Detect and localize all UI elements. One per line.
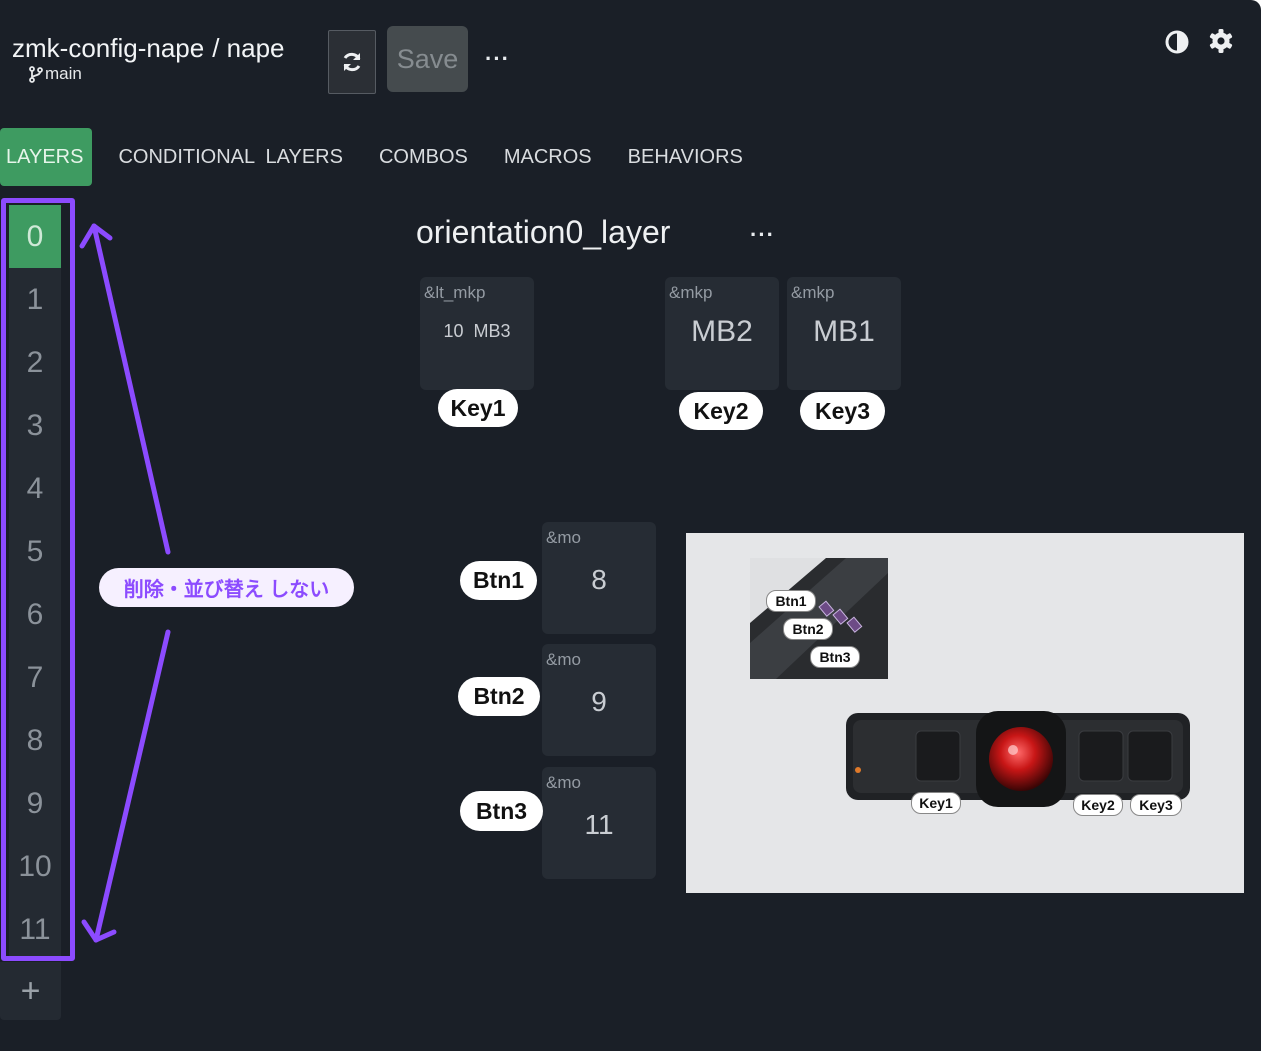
btn1-label: Btn1 [460, 561, 537, 600]
layer-title[interactable]: orientation0_layer [416, 214, 671, 250]
keyboard-name[interactable]: / nape [212, 33, 285, 63]
key3-label: Key3 [800, 392, 885, 430]
device-photo: Btn1 Btn2 Btn3 Key1 Key2 Key3 [686, 533, 1244, 893]
key-2[interactable]: &mkp MB2 [665, 277, 779, 390]
layer-list: 0 1 2 3 4 5 6 7 8 9 10 11 [9, 205, 61, 961]
reload-button[interactable] [328, 30, 376, 94]
tab-conditional-layers[interactable]: CONDITIONAL LAYERS [118, 145, 343, 168]
layer-item-7[interactable]: 7 [9, 646, 61, 709]
photo-key3-label: Key3 [1130, 794, 1182, 816]
tab-combos[interactable]: COMBOS [378, 145, 468, 168]
save-button[interactable]: Save [387, 26, 468, 92]
layer-item-3[interactable]: 3 [9, 394, 61, 457]
key-behavior: &lt_mkp [424, 283, 486, 302]
theme-toggle-button[interactable] [1164, 29, 1190, 60]
gear-icon [1209, 29, 1233, 53]
repo-name-link[interactable]: zmk-config-nape [12, 33, 205, 63]
layer-item-0[interactable]: 0 [9, 205, 61, 268]
key-param: 11 [584, 809, 614, 840]
layer-item-6[interactable]: 6 [9, 583, 61, 646]
layer-item-8[interactable]: 8 [9, 709, 61, 772]
tab-macros[interactable]: MACROS [503, 145, 592, 168]
key-behavior: &mo [546, 773, 581, 792]
photo-btn1-label: Btn1 [766, 590, 816, 612]
btn2-label: Btn2 [458, 677, 540, 716]
key-param: 9 [591, 686, 607, 717]
key-1[interactable]: &lt_mkp 10 MB3 [420, 277, 534, 390]
tab-layers[interactable]: LAYERS [0, 128, 93, 186]
add-layer-button[interactable]: + [0, 962, 61, 1020]
layer-item-1[interactable]: 1 [9, 268, 61, 331]
layer-more-button[interactable]: ··· [750, 222, 775, 247]
photo-btn2-label: Btn2 [783, 618, 833, 640]
layer-item-5[interactable]: 5 [9, 520, 61, 583]
tab-behaviors[interactable]: BEHAVIORS [627, 145, 743, 168]
layer-item-9[interactable]: 9 [9, 772, 61, 835]
btn-1[interactable]: &mo 8 [542, 522, 656, 634]
btn3-label: Btn3 [460, 791, 543, 831]
key-behavior: &mkp [791, 283, 835, 302]
contrast-icon [1165, 30, 1189, 54]
layer-item-11[interactable]: 11 [9, 898, 61, 961]
key1-label: Key1 [438, 389, 518, 427]
settings-button[interactable] [1208, 28, 1234, 59]
key-param: 8 [591, 564, 607, 595]
key-behavior: &mkp [669, 283, 713, 302]
key-param: 10 MB3 [443, 321, 511, 341]
tab-bar: LAYERS CONDITIONAL LAYERS COMBOS MACROS … [0, 128, 761, 186]
layer-item-10[interactable]: 10 [9, 835, 61, 898]
photo-btn3-label: Btn3 [810, 646, 860, 668]
more-options-button[interactable]: ··· [485, 46, 510, 71]
key-3[interactable]: &mkp MB1 [787, 277, 901, 390]
photo-key1-label: Key1 [911, 792, 961, 814]
btn-3[interactable]: &mo 11 [542, 767, 656, 879]
annotation-highlight-box [1, 198, 75, 961]
annotation-arrows [79, 223, 171, 943]
refresh-icon [343, 52, 361, 72]
branch-indicator[interactable]: main [28, 64, 82, 84]
layer-item-4[interactable]: 4 [9, 457, 61, 520]
annotation-callout: 削除・並び替え しない [99, 568, 354, 607]
photo-key2-label: Key2 [1073, 794, 1123, 816]
git-branch-icon [29, 65, 43, 83]
btn-2[interactable]: &mo 9 [542, 644, 656, 756]
layer-item-2[interactable]: 2 [9, 331, 61, 394]
key-behavior: &mo [546, 650, 581, 669]
repo-title: zmk-config-nape/ nape [12, 33, 285, 63]
device-illustration [750, 558, 1190, 807]
branch-name: main [45, 64, 82, 83]
key2-label: Key2 [679, 392, 763, 430]
key-param: MB2 [691, 315, 753, 348]
key-param: MB1 [813, 315, 875, 348]
key-behavior: &mo [546, 528, 581, 547]
